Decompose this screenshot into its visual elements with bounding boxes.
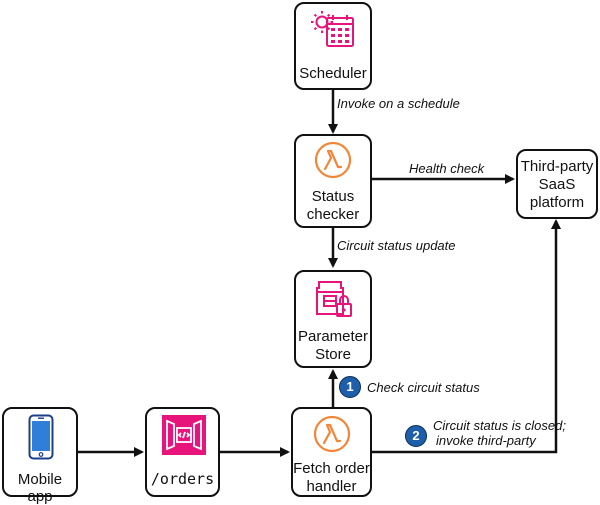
edge-label-closed-line2: invoke third-party	[436, 433, 536, 448]
scheduler-label: Scheduler	[299, 65, 367, 82]
fetch-handler-label-line2: handler	[306, 478, 357, 495]
status-checker-label-line1: Status	[311, 188, 355, 205]
third-party-label-line1: Third-party	[520, 158, 594, 175]
status-checker-label-line2: checker	[306, 206, 360, 223]
parameter-store-icon	[316, 281, 352, 317]
third-party-label-line3: platform	[529, 194, 585, 211]
orders-label: /orders	[150, 470, 215, 488]
parameter-store-label-line1: Parameter	[297, 328, 369, 345]
third-party-saas-node: Third-party SaaS platform	[516, 149, 598, 219]
lambda-icon	[314, 141, 352, 179]
orders-api-node: /orders	[145, 407, 220, 497]
api-gateway-icon	[162, 415, 206, 455]
edge-label-health-check: Health check	[409, 161, 485, 176]
third-party-label-line2: SaaS	[538, 176, 576, 193]
fetch-order-handler-node: Fetch order handler	[291, 407, 372, 497]
mobile-phone-icon	[28, 414, 54, 460]
step-badge-2: 2	[405, 425, 427, 447]
lambda-icon	[313, 415, 351, 453]
fetch-handler-label-line1: Fetch order	[293, 460, 370, 477]
edge-handler-to-thirdparty	[372, 219, 561, 454]
edge-label-invoke-schedule: Invoke on a schedule	[337, 96, 460, 111]
mobile-app-node: Mobile app	[2, 407, 78, 505]
edge-label-closed-line1: Circuit status is closed;	[433, 418, 566, 433]
status-checker-node: Status checker	[294, 134, 372, 228]
parameter-store-label-line2: Store	[315, 346, 351, 363]
scheduler-node: Scheduler	[294, 2, 372, 90]
edge-label-check-status: Check circuit status	[367, 380, 480, 395]
calendar-clock-icon	[311, 11, 354, 47]
edge-label-circuit-update: Circuit status update	[337, 238, 456, 253]
step-badge-1: 1	[339, 376, 361, 398]
parameter-store-node: Parameter Store	[294, 270, 372, 368]
